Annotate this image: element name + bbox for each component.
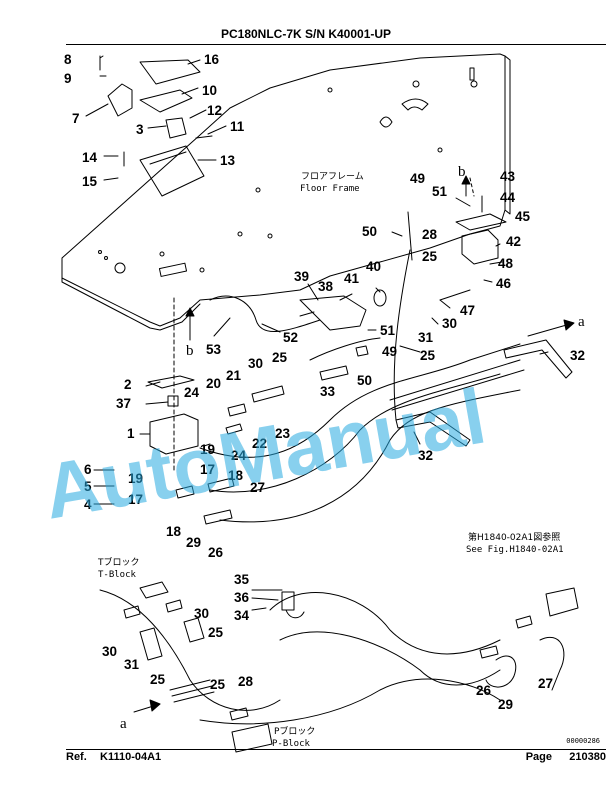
callout-50: 50 bbox=[362, 224, 377, 239]
callout-26: 26 bbox=[208, 545, 224, 560]
callout-17: 17 bbox=[200, 462, 215, 477]
p-block-label-en: P-Block bbox=[272, 739, 311, 749]
callout-39: 39 bbox=[294, 269, 309, 284]
callout-34: 34 bbox=[234, 608, 250, 623]
callout-13: 13 bbox=[220, 153, 236, 168]
footer-divider bbox=[66, 749, 606, 750]
callout-26: 26 bbox=[476, 683, 492, 698]
callout-7: 7 bbox=[72, 111, 80, 126]
callout-50: 50 bbox=[357, 373, 372, 388]
callout-25: 25 bbox=[210, 677, 226, 692]
callout-20: 20 bbox=[206, 376, 221, 391]
callout-25: 25 bbox=[420, 348, 436, 363]
callout-5: 5 bbox=[84, 479, 92, 494]
arrow-a-label: a bbox=[578, 314, 585, 330]
callout-32: 32 bbox=[418, 448, 433, 463]
see-fig-label-en: See Fig.H1840-02A1 bbox=[466, 545, 564, 555]
callout-4: 4 bbox=[84, 497, 92, 512]
callout-41: 41 bbox=[344, 271, 360, 286]
callout-18: 18 bbox=[166, 524, 182, 539]
callout-51: 51 bbox=[432, 184, 448, 199]
callout-30: 30 bbox=[442, 316, 457, 331]
callout-25: 25 bbox=[272, 350, 288, 365]
p-block-label-jp: Pブロック bbox=[274, 725, 315, 737]
callout-28: 28 bbox=[238, 674, 254, 689]
page-label: Page bbox=[525, 751, 552, 763]
callout-47: 47 bbox=[460, 303, 475, 318]
floor-frame-outline bbox=[61, 53, 506, 327]
callout-8: 8 bbox=[64, 52, 72, 67]
callout-24: 24 bbox=[231, 448, 247, 463]
callout-44: 44 bbox=[500, 190, 516, 205]
callout-1: 1 bbox=[127, 426, 135, 441]
footer: Ref. K1110-04A1 Page 210380 bbox=[66, 751, 606, 765]
callout-21: 21 bbox=[226, 368, 242, 383]
callout-25: 25 bbox=[422, 249, 438, 264]
watermark: AutoManual bbox=[37, 372, 492, 536]
ref-label: Ref. bbox=[66, 751, 87, 763]
callout-16: 16 bbox=[204, 52, 220, 67]
callout-37: 37 bbox=[116, 396, 131, 411]
callout-30: 30 bbox=[194, 606, 209, 621]
callout-30: 30 bbox=[248, 356, 263, 371]
callout-6: 6 bbox=[84, 462, 92, 477]
callout-9: 9 bbox=[64, 71, 72, 86]
callout-17: 17 bbox=[128, 492, 143, 507]
callout-22: 22 bbox=[252, 436, 267, 451]
callout-38: 38 bbox=[318, 279, 334, 294]
ref-code: K1110-04A1 bbox=[100, 751, 162, 763]
page-number: 210380 bbox=[569, 751, 606, 763]
t-block-label-en: T-Block bbox=[98, 570, 137, 580]
title-divider bbox=[66, 44, 606, 45]
callout-29: 29 bbox=[186, 535, 201, 550]
callout-11: 11 bbox=[230, 119, 245, 134]
page-title: PC180NLC-7K S/N K40001-UP bbox=[220, 27, 392, 41]
callout-25: 25 bbox=[150, 672, 166, 687]
callout-18: 18 bbox=[228, 468, 244, 483]
floor-frame-label-jp: フロアフレーム bbox=[301, 171, 364, 182]
arrow-a-label: a bbox=[120, 716, 127, 732]
callout-19: 19 bbox=[128, 471, 143, 486]
callout-30: 30 bbox=[102, 644, 117, 659]
callout-49: 49 bbox=[382, 344, 397, 359]
callout-10: 10 bbox=[202, 83, 217, 98]
callout-labels: 8 9 7 16 10 3 12 11 14 15 13 49 51 43 44… bbox=[64, 52, 585, 712]
callout-49: 49 bbox=[410, 171, 425, 186]
see-fig-label-jp: 第H1840-02A1図参照 bbox=[468, 531, 560, 543]
callout-45: 45 bbox=[515, 209, 531, 224]
callout-31: 31 bbox=[418, 330, 434, 345]
serial-code: 00000286 bbox=[566, 737, 600, 745]
callout-42: 42 bbox=[506, 234, 521, 249]
callout-23: 23 bbox=[275, 426, 291, 441]
callout-43: 43 bbox=[500, 169, 516, 184]
callout-24: 24 bbox=[184, 385, 200, 400]
callout-25: 25 bbox=[208, 625, 224, 640]
callout-36: 36 bbox=[234, 590, 250, 605]
callout-48: 48 bbox=[498, 256, 514, 271]
callout-52: 52 bbox=[283, 330, 298, 345]
callout-12: 12 bbox=[207, 103, 222, 118]
callout-53: 53 bbox=[206, 342, 222, 357]
callout-29: 29 bbox=[498, 697, 513, 712]
callout-3: 3 bbox=[136, 122, 144, 137]
callout-31: 31 bbox=[124, 657, 140, 672]
callout-33: 33 bbox=[320, 384, 336, 399]
callout-19: 19 bbox=[200, 442, 215, 457]
callout-32: 32 bbox=[570, 348, 585, 363]
callout-15: 15 bbox=[82, 174, 98, 189]
callout-14: 14 bbox=[82, 150, 98, 165]
callout-40: 40 bbox=[366, 259, 381, 274]
arrow-b-label: b bbox=[186, 343, 194, 359]
callout-27: 27 bbox=[538, 676, 553, 691]
arrow-b-label: b bbox=[458, 164, 466, 180]
callout-46: 46 bbox=[496, 276, 512, 291]
callout-28: 28 bbox=[422, 227, 438, 242]
callout-35: 35 bbox=[234, 572, 250, 587]
floor-frame-label-en: Floor Frame bbox=[300, 184, 360, 194]
callout-27: 27 bbox=[250, 480, 265, 495]
callout-2: 2 bbox=[124, 377, 132, 392]
t-block-label-jp: Tブロック bbox=[97, 556, 140, 568]
callout-51: 51 bbox=[380, 323, 396, 338]
